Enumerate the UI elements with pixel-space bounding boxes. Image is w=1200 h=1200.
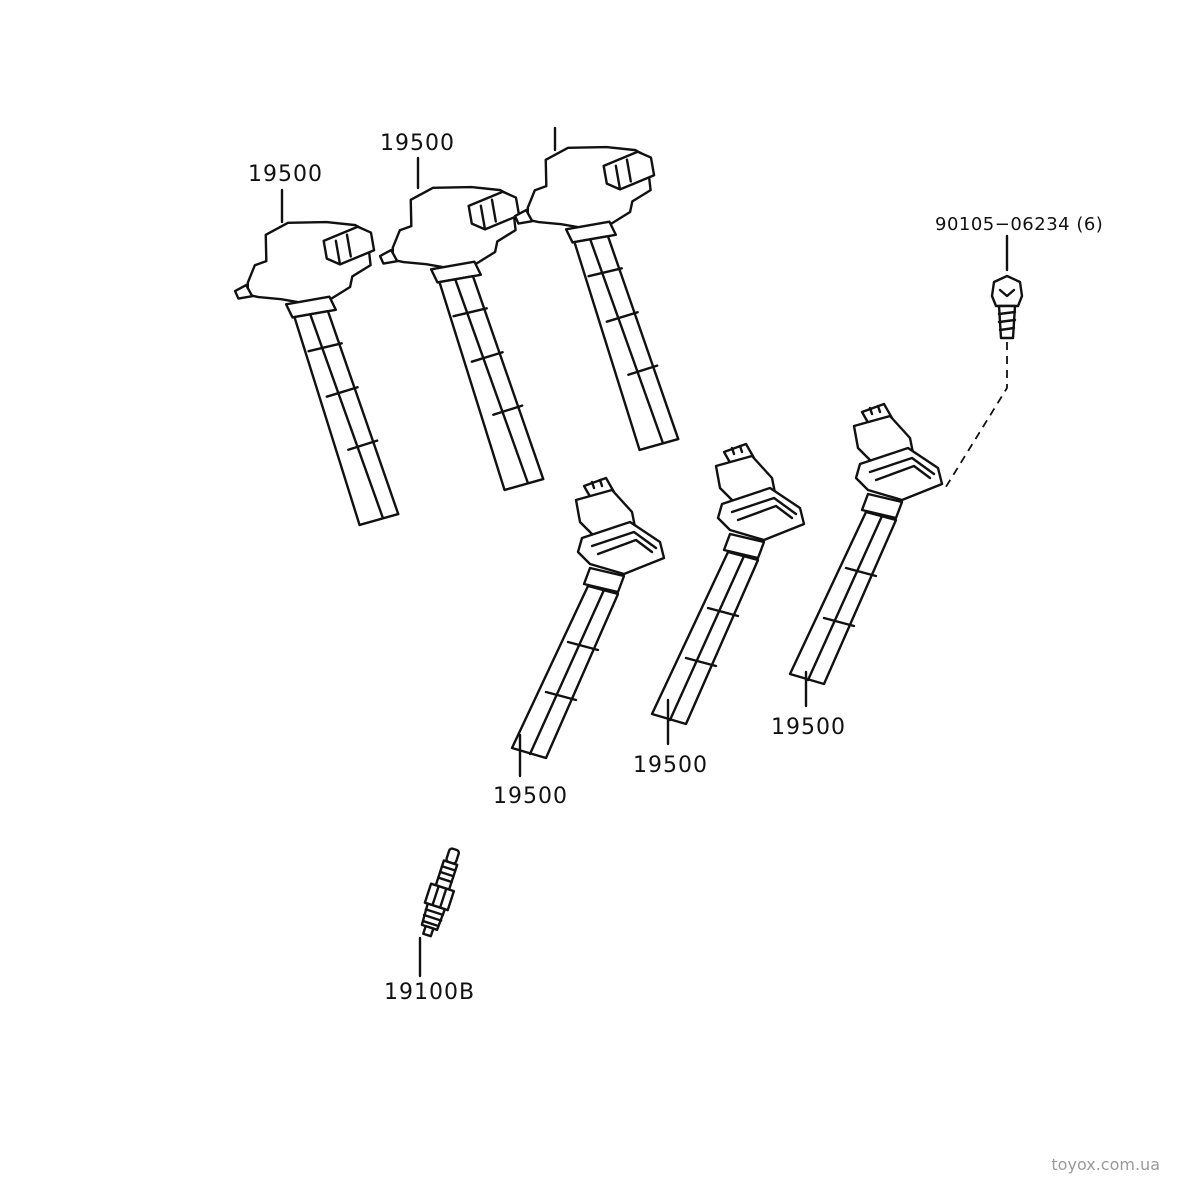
spark-plug-part — [420, 847, 461, 938]
bolt-part — [990, 234, 1024, 340]
part-label-coil-bottom-1: 19500 — [493, 784, 568, 809]
part-label-coil-top-1: 19500 — [248, 162, 323, 187]
ignition-coil-top-2 — [368, 172, 567, 506]
part-label-coil-bottom-2: 19500 — [633, 753, 708, 778]
part-label-coil-bottom-3: 19500 — [771, 715, 846, 740]
ignition-coil-top-3 — [503, 132, 702, 466]
ignition-coil-bottom-2 — [650, 442, 806, 726]
bolt-dashed-guide — [943, 342, 1008, 491]
part-label-coil-top-2: 19500 — [380, 131, 455, 156]
part-label-bolt: 90105−06234 (6) — [935, 214, 1103, 235]
watermark: toyox.com.ua — [1051, 1155, 1160, 1174]
ignition-coil-bottom-3 — [788, 402, 944, 686]
ignition-coil-bottom-1 — [510, 476, 666, 760]
part-label-spark-plug: 19100B — [384, 980, 475, 1005]
